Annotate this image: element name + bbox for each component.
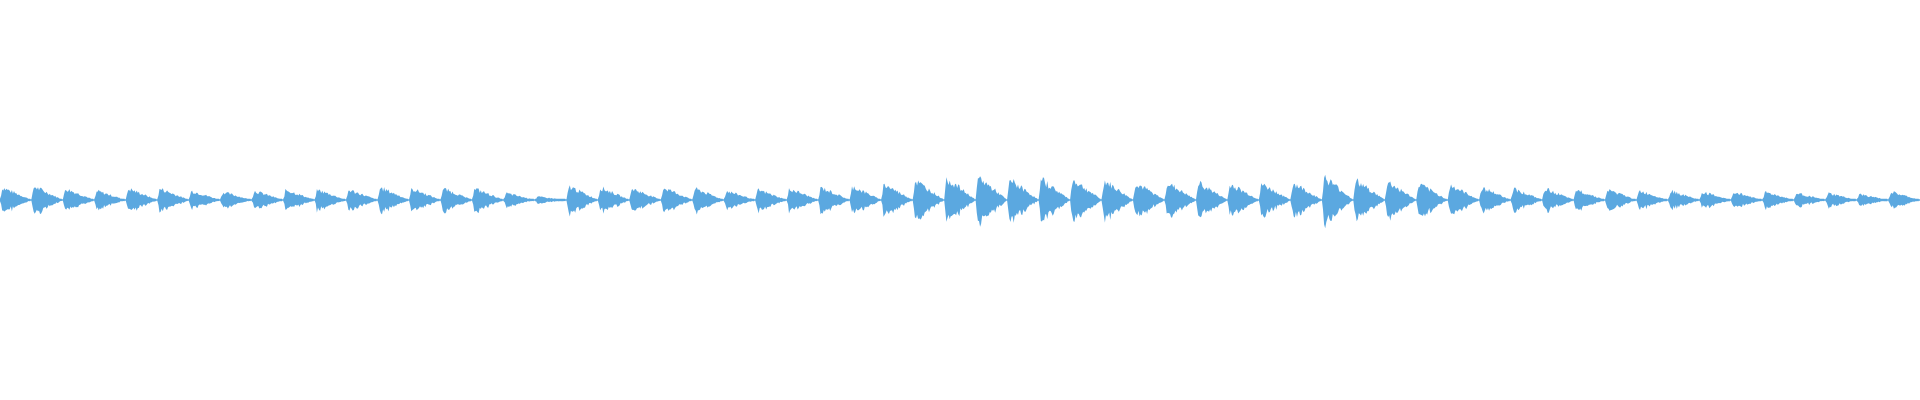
waveform-beat <box>944 177 975 222</box>
waveform-beat <box>1196 180 1227 218</box>
waveform-beat <box>566 185 597 217</box>
waveform-beat <box>94 189 125 211</box>
waveform-beat <box>598 186 629 214</box>
waveform-beat <box>1510 187 1541 213</box>
waveform-beat <box>220 192 251 209</box>
waveform-beat <box>912 180 943 220</box>
waveform-beat <box>1542 188 1573 213</box>
waveform-beat <box>1731 192 1762 207</box>
waveform-beat <box>251 190 282 209</box>
waveform-beat <box>188 190 220 210</box>
waveform-beat <box>1762 190 1793 210</box>
waveform-beat <box>1353 178 1384 222</box>
waveform-beat <box>377 187 408 215</box>
waveform-beat <box>1447 184 1479 215</box>
waveform-beat <box>1070 180 1101 222</box>
waveform-beat <box>1164 183 1195 218</box>
waveform-beat <box>1038 177 1069 222</box>
waveform-beat <box>1825 192 1856 209</box>
waveform-beat <box>1636 190 1667 210</box>
waveform-beat <box>1888 191 1919 209</box>
waveform-beat <box>535 196 566 204</box>
waveform-beat <box>1133 185 1164 217</box>
waveform-beat <box>157 188 188 213</box>
waveform-beat <box>314 189 345 213</box>
waveform-beat <box>1794 193 1825 208</box>
waveform-beat <box>786 188 818 214</box>
waveform-beat <box>472 188 503 214</box>
waveform-beat <box>0 188 31 212</box>
waveform-beat <box>692 187 723 215</box>
waveform-beat <box>1227 184 1258 216</box>
waveform-beat <box>723 190 755 211</box>
waveform-beat <box>346 190 377 211</box>
waveform-beat <box>629 189 660 211</box>
waveform-beat <box>1699 191 1730 209</box>
waveform-beat <box>1007 179 1038 223</box>
waveform-beat <box>881 183 912 217</box>
waveform-beat <box>440 187 471 214</box>
waveform-beat <box>63 189 94 210</box>
waveform-beat <box>975 176 1006 227</box>
waveform-beat <box>1322 174 1353 229</box>
waveform-beat <box>1384 181 1416 221</box>
waveform-beat <box>1857 193 1888 206</box>
waveform-beat <box>1101 180 1132 223</box>
waveform-beat <box>755 188 786 214</box>
waveform-beat <box>503 192 534 209</box>
waveform-beat <box>125 188 157 211</box>
waveform-beat <box>1573 190 1604 211</box>
waveform-beat <box>849 186 881 214</box>
waveform-beat <box>818 186 849 215</box>
waveform-beat <box>1290 183 1321 218</box>
waveform-beat <box>1668 189 1699 211</box>
waveform-beat <box>1259 183 1290 218</box>
waveform-beat <box>1479 187 1510 214</box>
waveform-beat <box>31 187 62 215</box>
waveform-beat <box>1605 189 1636 211</box>
waveform-beat <box>1416 183 1447 217</box>
waveform-beat <box>409 188 440 212</box>
waveform-beat <box>283 188 314 210</box>
waveform-beat <box>661 188 692 213</box>
